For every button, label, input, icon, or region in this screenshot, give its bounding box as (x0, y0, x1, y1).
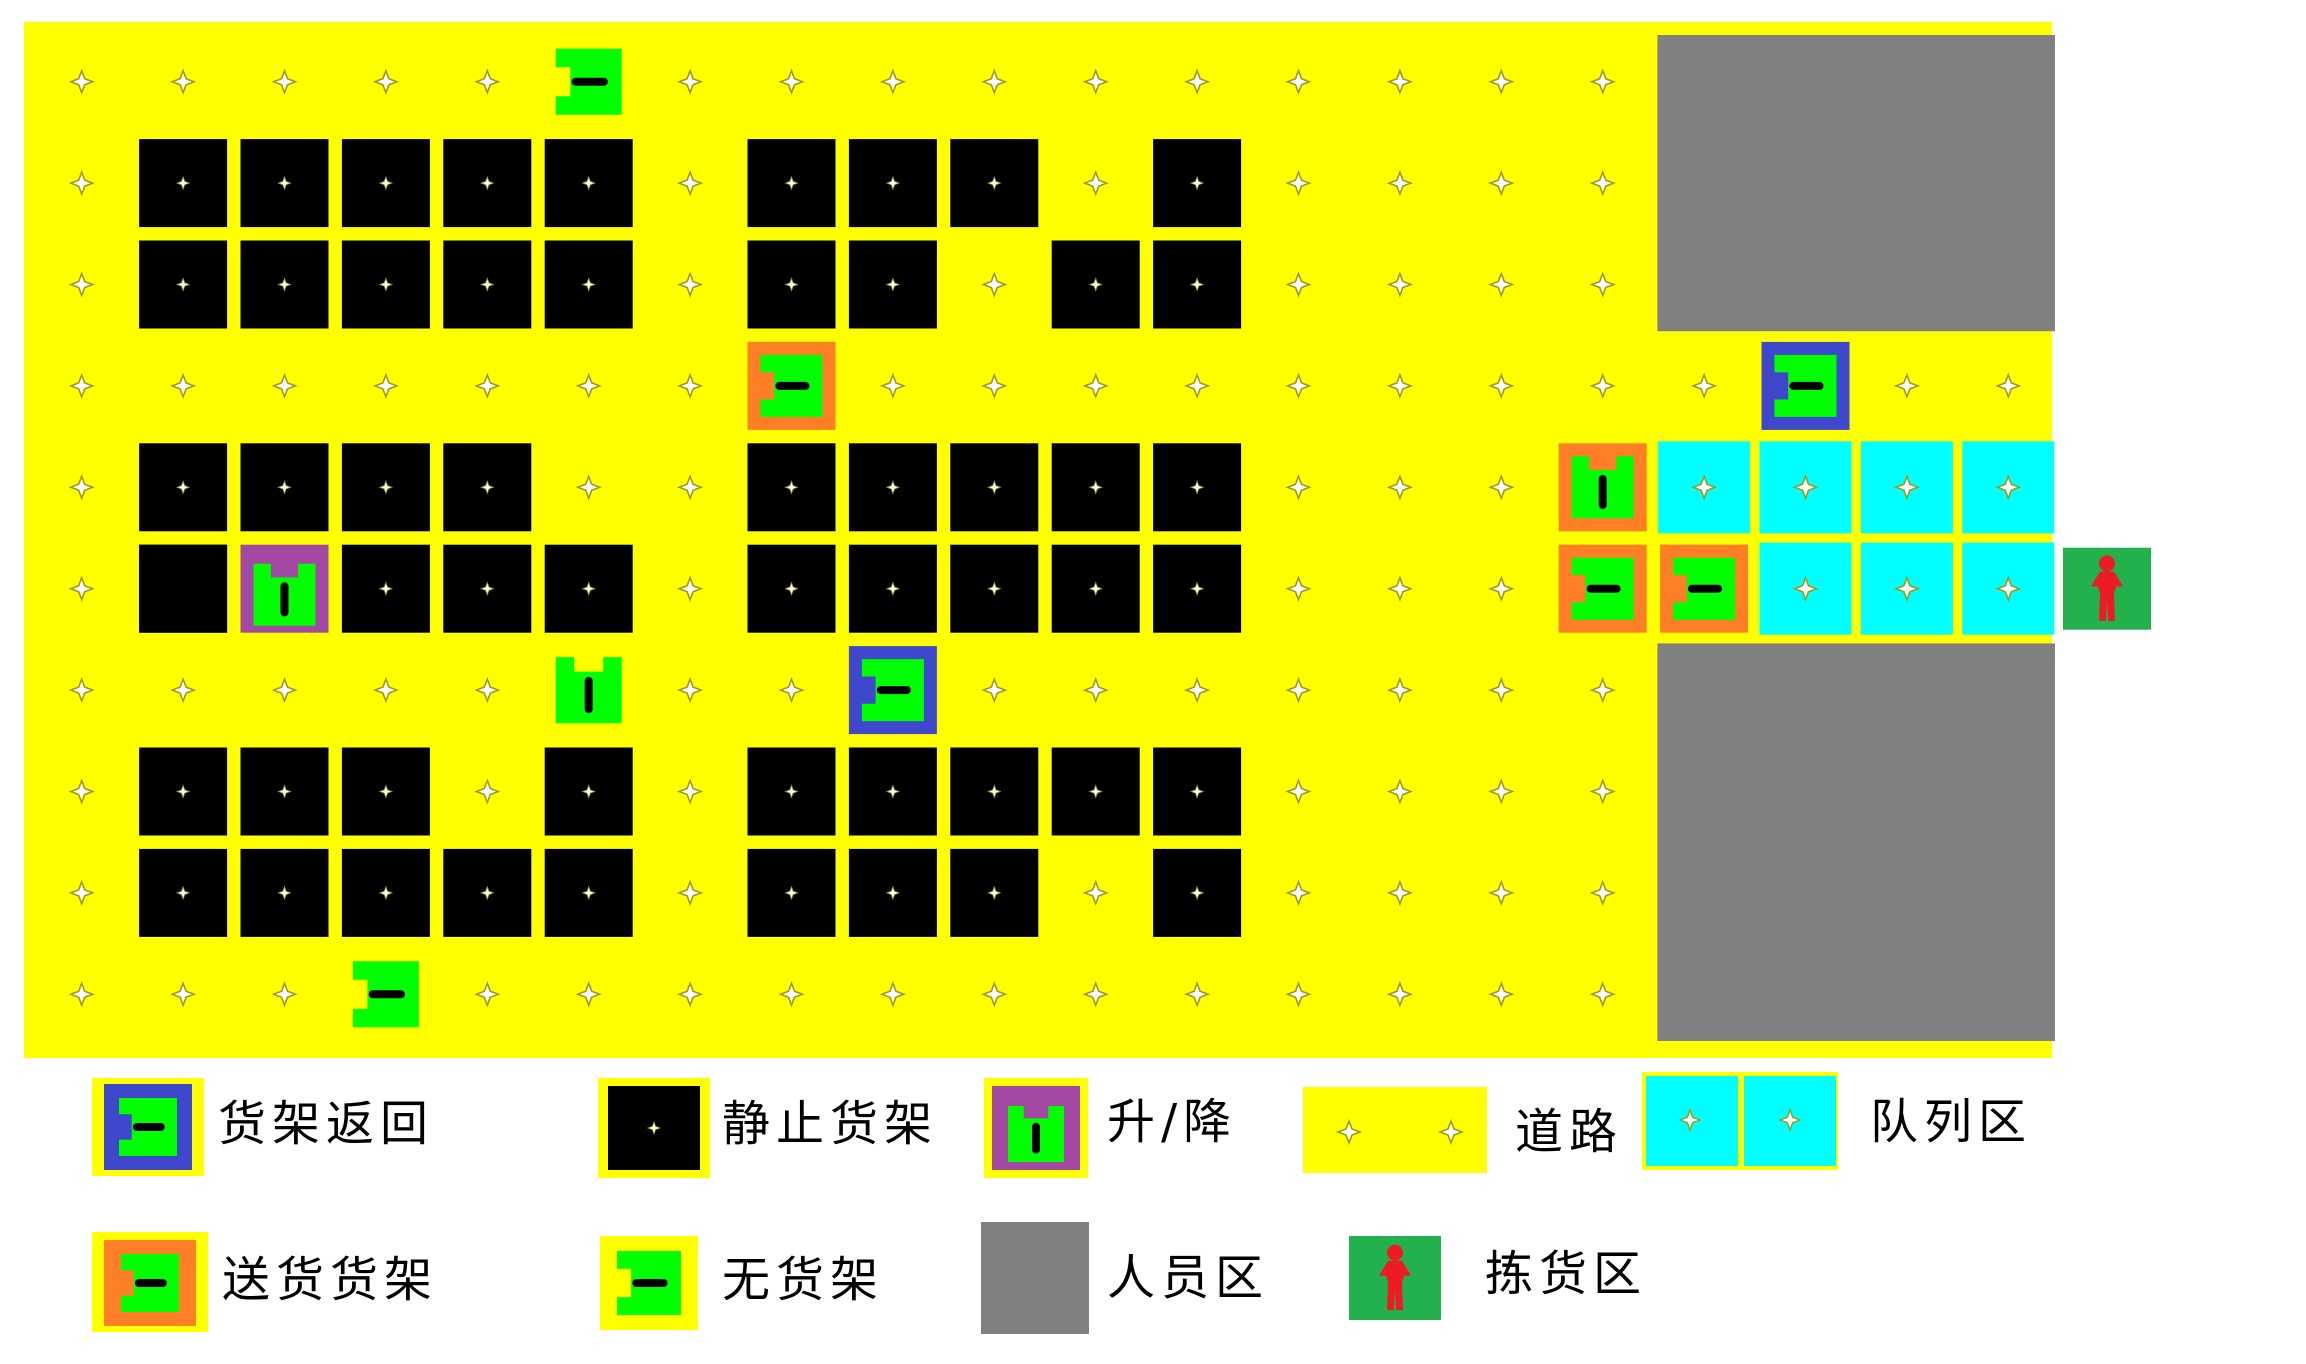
legend-person-zone-swatch (981, 1222, 1089, 1334)
agv-robot-icon (861, 659, 924, 722)
robot-bar (584, 676, 593, 714)
robot-bar (134, 1279, 167, 1287)
legend-road-swatch (1303, 1087, 1487, 1173)
agv-robot-icon (1571, 557, 1634, 620)
picker-body (1378, 1260, 1412, 1311)
robot-lifting (240, 544, 329, 633)
robot-no_shelf (555, 48, 622, 115)
robot-bar (1789, 381, 1824, 390)
static-shelf-empty (139, 544, 228, 633)
robot-no_shelf (555, 657, 622, 724)
picking-station (2063, 547, 2151, 630)
robot-delivering (747, 341, 836, 430)
robot-bar (1687, 584, 1723, 593)
robot-bar (775, 381, 810, 390)
legend-swatches (92, 1072, 1838, 1334)
agv-robot-icon (119, 1098, 177, 1156)
robot-delivering (1558, 544, 1647, 633)
agv-robot-icon (1673, 557, 1736, 620)
robot-bar (1598, 474, 1607, 509)
robot-bar (632, 1279, 668, 1287)
agv-robot-icon (555, 48, 622, 115)
agv-robot-icon (121, 1254, 179, 1312)
person-zone (1657, 35, 2055, 332)
agv-robot-icon (352, 961, 419, 1028)
legend-label-no-shelf: 无货架 (722, 1252, 885, 1308)
legend-label-person-zone: 人员区 (1107, 1250, 1270, 1306)
legend-label-picking-zone: 拣货区 (1485, 1246, 1648, 1302)
robot-delivering (1660, 544, 1749, 633)
robot-bar (1586, 584, 1621, 593)
legend-label-static-shelf: 静止货架 (722, 1096, 939, 1152)
agv-robot-icon (760, 354, 823, 417)
picker-body (2090, 571, 2124, 621)
picker-person-icon (2090, 555, 2124, 621)
robot-bar (1032, 1122, 1040, 1154)
person-zones (1657, 35, 2055, 1041)
robot-bar (571, 77, 608, 86)
agv-robot-icon (1571, 456, 1634, 519)
legend-label-lift: 升/降 (1107, 1094, 1238, 1150)
legend-label-returning: 货架返回 (218, 1096, 435, 1152)
person-zone (1657, 643, 2055, 1041)
robot-bar (132, 1123, 165, 1131)
legend-label-road: 道路 (1515, 1104, 1624, 1160)
robot-no_shelf (352, 961, 419, 1028)
robot-delivering (1558, 443, 1647, 532)
robot-returning (1761, 341, 1850, 430)
robot-returning (848, 646, 937, 735)
robot-bar (368, 990, 406, 999)
robot-bar (876, 686, 911, 695)
agv-robot-icon (1008, 1106, 1064, 1162)
agv-robot-icon (555, 657, 622, 724)
queue-zone (1658, 441, 2055, 635)
static-shelves (139, 139, 1242, 937)
picker-person-icon (1378, 1244, 1412, 1311)
agv-robot-icon (617, 1251, 681, 1315)
agv-robot-icon (253, 563, 316, 626)
picker-head (1386, 1244, 1404, 1261)
agv-robot-icon (1774, 354, 1837, 417)
picker-head (2098, 555, 2116, 572)
robots (240, 48, 1850, 1028)
robot-bar (280, 582, 289, 617)
legend-label-queue: 队列区 (1870, 1094, 2033, 1150)
legend-label-delivering: 送货货架 (222, 1252, 439, 1308)
